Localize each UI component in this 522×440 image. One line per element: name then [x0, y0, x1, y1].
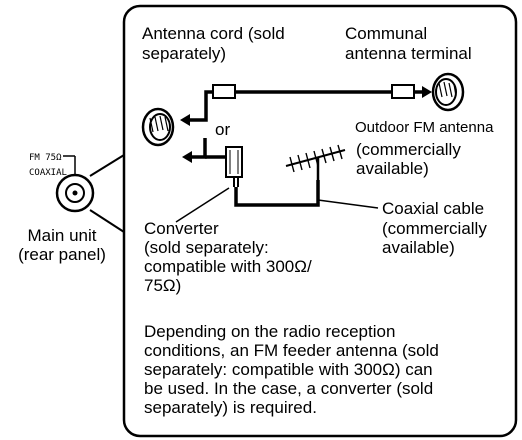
callout-pointer-lower	[89, 209, 125, 233]
communal-terminal-socket-icon	[431, 72, 465, 112]
note-line4: be used. In the case, a converter (sold	[144, 379, 433, 398]
note-line1: Depending on the radio reception	[144, 322, 395, 341]
antenna-cord-label-line1: Antenna cord (sold	[142, 24, 285, 43]
communal-terminal-label-line2: antenna terminal	[345, 44, 472, 63]
outdoor-antenna-label-line3: available)	[356, 159, 429, 178]
coaxial-cable-leader	[317, 199, 379, 209]
coaxial-cable-label-line3: available)	[382, 238, 455, 257]
coaxial-cable-label-line1: Coaxial cable	[382, 199, 484, 218]
antenna-cord	[180, 84, 432, 126]
converter-label-line1: Converter	[144, 219, 219, 238]
note-line2: conditions, an FM feeder antenna (sold	[144, 341, 439, 360]
coaxial-cable-label-line2: (commercially	[382, 219, 487, 238]
outdoor-antenna-label-line1: Outdoor FM antenna	[355, 119, 494, 136]
communal-terminal-label-line1: Communal	[345, 24, 427, 43]
fm-jack-icon	[55, 173, 95, 213]
converter-label-line4: 75Ω)	[144, 276, 181, 295]
left-antenna-socket-icon	[141, 107, 175, 147]
cord-plug-right	[391, 84, 415, 99]
cord-arrow-right-icon	[422, 86, 432, 98]
outdoor-antenna-label-line2: (commercially	[356, 140, 461, 159]
or-label: or	[215, 120, 230, 139]
note-line5: separately) is required.	[144, 398, 317, 417]
antenna-cord-label-line2: separately)	[142, 44, 226, 63]
converter-label-line3: compatible with 300Ω/	[144, 257, 312, 276]
callout-pointer-upper	[89, 154, 125, 177]
converter-label-line2: (sold separately:	[144, 238, 269, 257]
jack-label-line2: COAXIAL	[29, 168, 67, 178]
outdoor-fm-antenna-icon	[285, 144, 346, 180]
converter-icon	[182, 138, 320, 207]
cord-arrow-left-icon	[180, 114, 190, 126]
note-line3: separately: compatible with 300Ω) can	[144, 360, 433, 379]
converter-leader	[175, 187, 230, 223]
main-unit-label-line2: (rear panel)	[18, 245, 106, 264]
main-unit-label-line1: Main unit	[28, 226, 97, 245]
jack-label-line1: FM 75Ω	[29, 153, 62, 163]
callout-frame	[122, 4, 518, 438]
cord-plug-left	[212, 84, 236, 99]
